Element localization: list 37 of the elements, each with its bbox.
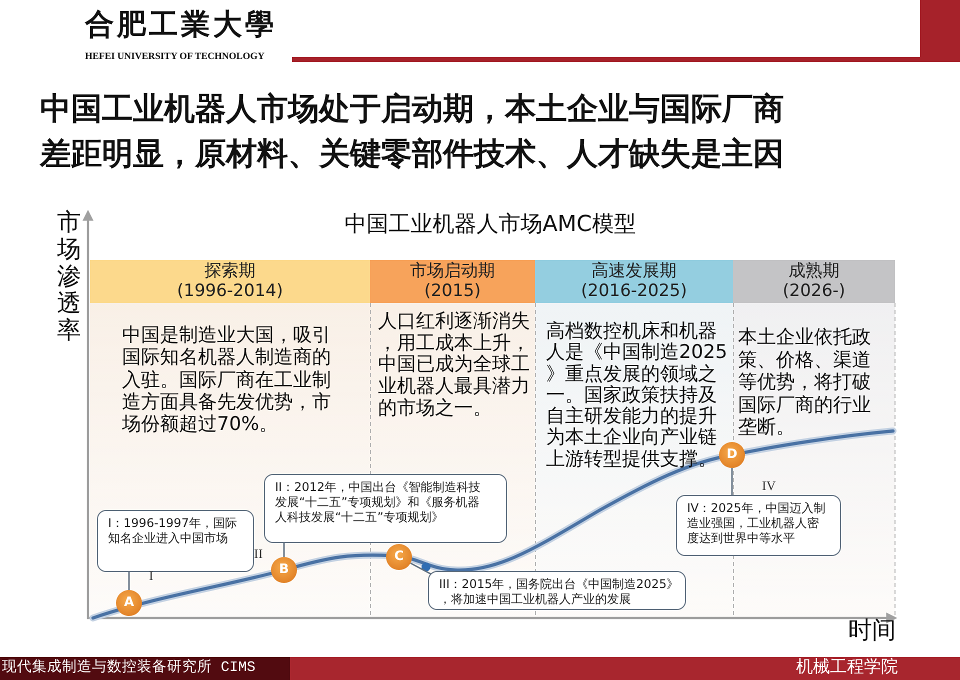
phase-name: 高速发展期 [592,262,676,282]
footer-band: 现代集成制造与数控装备研究所 CIMS [0,657,290,680]
callout-text: IV：2025年，中国迈入制造业强国，工业机器人密度达到世界中等水平 [687,501,826,547]
university-name: 合肥工業大學 [85,8,277,42]
phase-name: 市场启动期 [410,262,495,282]
footer-text: 机械工程学院 [796,658,898,678]
callout-box [97,510,254,572]
leader-line [128,572,130,590]
phase-years: (1996-2014) [177,282,283,301]
chart-title: 中国工业机器人市场AMC模型 [344,212,636,238]
callout-box [264,474,507,543]
point-circle: B [271,557,297,583]
callout-box [428,571,686,610]
phase-years: (2026-) [782,282,846,301]
roman-numeral: II [254,547,263,562]
phase-description: 人口红利逐渐消失，用工成本上升，中国已成为全球工业机器人最具潜力的市场之一。 [378,311,531,420]
phase-years: (2015) [424,282,481,301]
university-name: HEFEI UNIVERSITY OF TECHNOLOGY [85,51,265,62]
point-circle: C [386,544,412,570]
phase-years: (2016-2025) [581,282,687,301]
leader-line [410,562,432,575]
point-circle: A [116,590,142,616]
callout-box [676,495,841,556]
leader-line [283,543,285,557]
roman-numeral: IV [762,479,776,494]
callout-text: I：1996-1997年，国际知名企业进入中国市场 [108,516,238,546]
axis-label: 市场渗透率 [57,209,82,344]
axis-label: 时间 [848,617,896,645]
callout-text: II：2012年，中国出台《智能制造科技发展“十二五”专项规划》和《服务机器人科技发展“十二五”专项规划》 [275,480,482,526]
phase-name: 探索期 [204,262,256,282]
phase-description: 本土企业依托政策、价格、渠道等优势，将打破国际厂商的行业垄断。 [738,326,872,438]
leader-line [731,468,733,495]
callout-text: III：2015年，国务院出台《中国制造2025》，将加速中国工业机器人产业的发展 [439,577,679,608]
roman-numeral: I [149,569,154,584]
phase-name: 成熟期 [788,262,840,282]
slide-title: 中国工业机器人市场处于启动期，本土企业与国际厂商差距明显，原材料、关键零部件技术、人才缺失是主因 [40,90,785,174]
phase-description: 中国是制造业大国，吸引国际知名机器人制造商的入驻。国际厂商在工业制造方面具备先发优势，市场份额超过70%。 [122,324,332,436]
